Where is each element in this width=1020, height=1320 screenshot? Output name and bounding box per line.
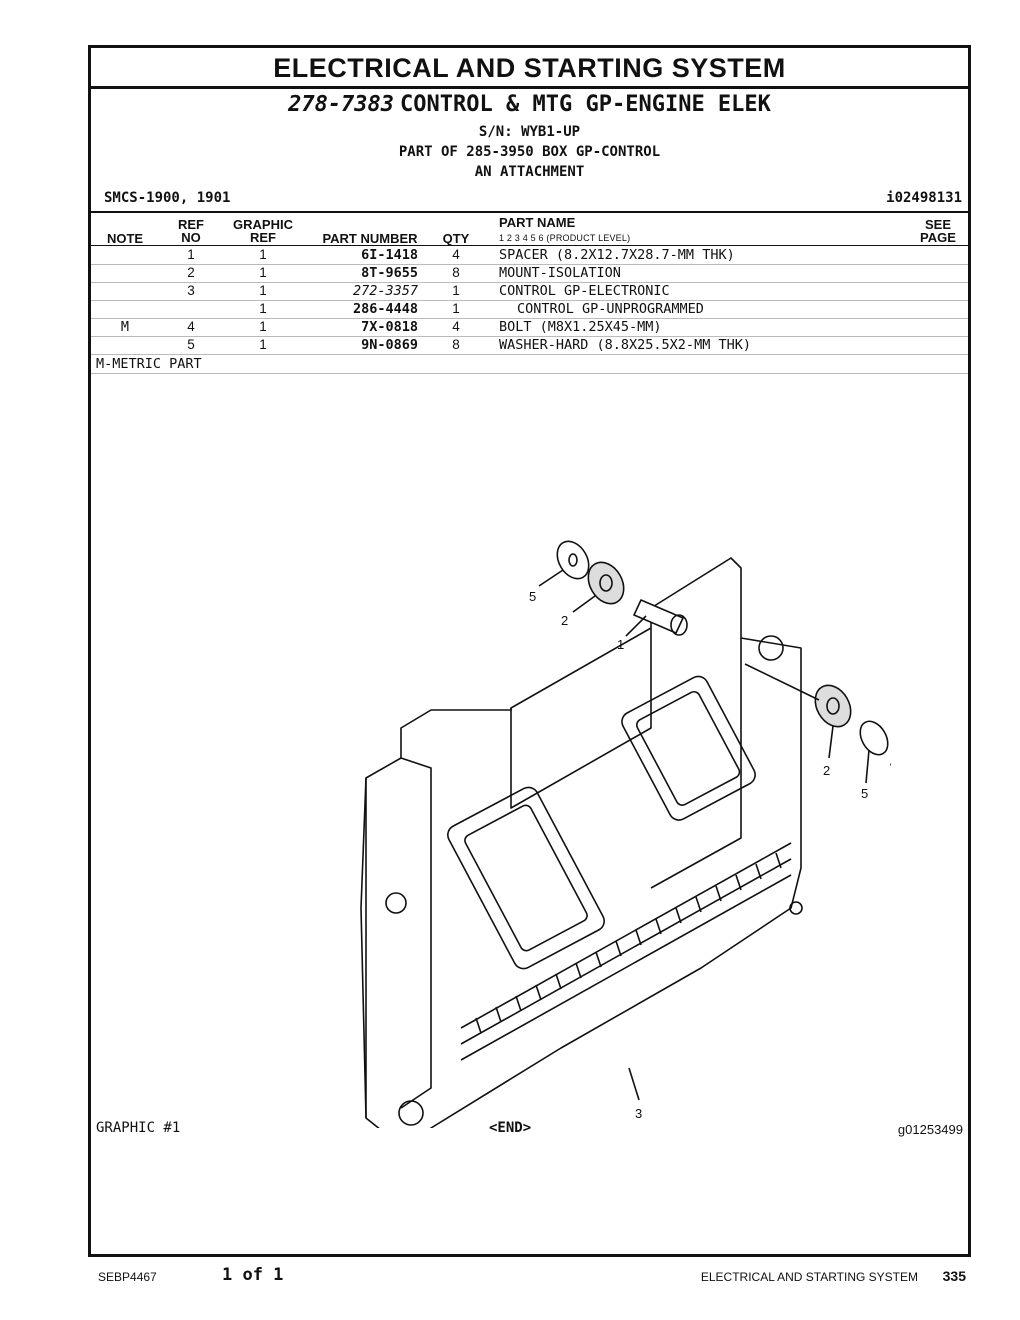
callout-3: 3 [635,1106,642,1121]
col-see-bottom: PAGE [920,230,956,245]
part-of-line: PART OF 285-3950 BOX GP-CONTROL [398,144,661,160]
callout-5-top: 5 [529,589,536,604]
group-number: 278-7383 [288,92,395,117]
footer-section: ELECTRICAL AND STARTING SYSTEM [700,1270,918,1284]
callout-2-top: 2 [561,613,568,628]
part-number-link[interactable]: 8T-9655 [361,265,418,281]
group-name: CONTROL & MTG GP-ENGINE ELEK [400,92,771,117]
col-part-number: PART NUMBER [322,231,418,246]
product-levels: 1 2 3 4 5 6 (PRODUCT LEVEL) [499,233,631,243]
column-header-rule [91,228,968,246]
col-part-name: PART NAME [499,215,576,230]
end-marker: <END> [489,1120,532,1136]
footer-page-of: 1 of 1 [222,1265,284,1285]
header-rule [91,211,968,213]
col-qty: QTY [442,231,470,246]
table-row[interactable]: 2 1 8T-9655 8 MOUNT-ISOLATION [91,264,968,283]
callout-1: 1 [617,637,624,652]
table-row[interactable]: 5 1 9N-0869 8 WASHER-HARD (8.8X25.5X2-MM… [91,336,968,355]
table-row[interactable]: 1 286-4448 1 CONTROL GP-UNPROGRAMMED [91,300,968,319]
col-note: NOTE [106,231,144,246]
footer-page-number: 335 [942,1268,966,1284]
graphic-caption: GRAPHIC #1 [96,1120,181,1136]
part-number-link[interactable]: 6I-1418 [361,247,418,263]
col-ref: REF NO [171,218,211,244]
col-ref-bottom: NO [181,230,201,245]
attachment-line: AN ATTACHMENT [474,164,585,180]
exploded-view-drawing: 5 2 1 2 5 4 3 [360,540,891,1128]
smcs-code: SMCS-1900, 1901 [104,190,231,206]
col-see-top: SEE [924,217,951,232]
part-number-link[interactable]: 286-4448 [352,301,418,317]
metric-note: M-METRIC PART [96,356,202,372]
col-graphic-bottom: REF [250,230,276,245]
system-title: ELECTRICAL AND STARTING SYSTEM [91,48,968,89]
col-see-page: SEE PAGE [913,218,963,244]
callout-5-right: 5 [861,786,868,801]
serial-range: S/N: WYB1-UP [478,124,581,140]
part-number-link[interactable]: 7X-0818 [361,319,418,335]
col-ref-top: REF [178,217,204,232]
callout-2-right: 2 [823,763,830,778]
footer-doc-number: SEBP4467 [98,1270,157,1284]
table-row[interactable]: 3 1 272-3357 1 CONTROL GP-ELECTRONIC [91,282,968,301]
metric-rule [91,373,968,374]
col-graphic-top: GRAPHIC [233,217,293,232]
graphic-id: g01253499 [897,1122,963,1137]
part-number-link[interactable]: 272-3357 [352,283,418,299]
part-number-link[interactable]: 9N-0869 [361,337,418,353]
table-row[interactable]: 1 1 6I-1418 4 SPACER (8.2X12.7X28.7-MM T… [91,246,968,265]
ecm-housing [360,557,802,1128]
col-graphic: GRAPHIC REF [227,218,299,244]
illustration-id: i02498131 [886,190,962,206]
table-row[interactable]: M 4 1 7X-0818 4 BOLT (M8X1.25X45-MM) [91,318,968,337]
